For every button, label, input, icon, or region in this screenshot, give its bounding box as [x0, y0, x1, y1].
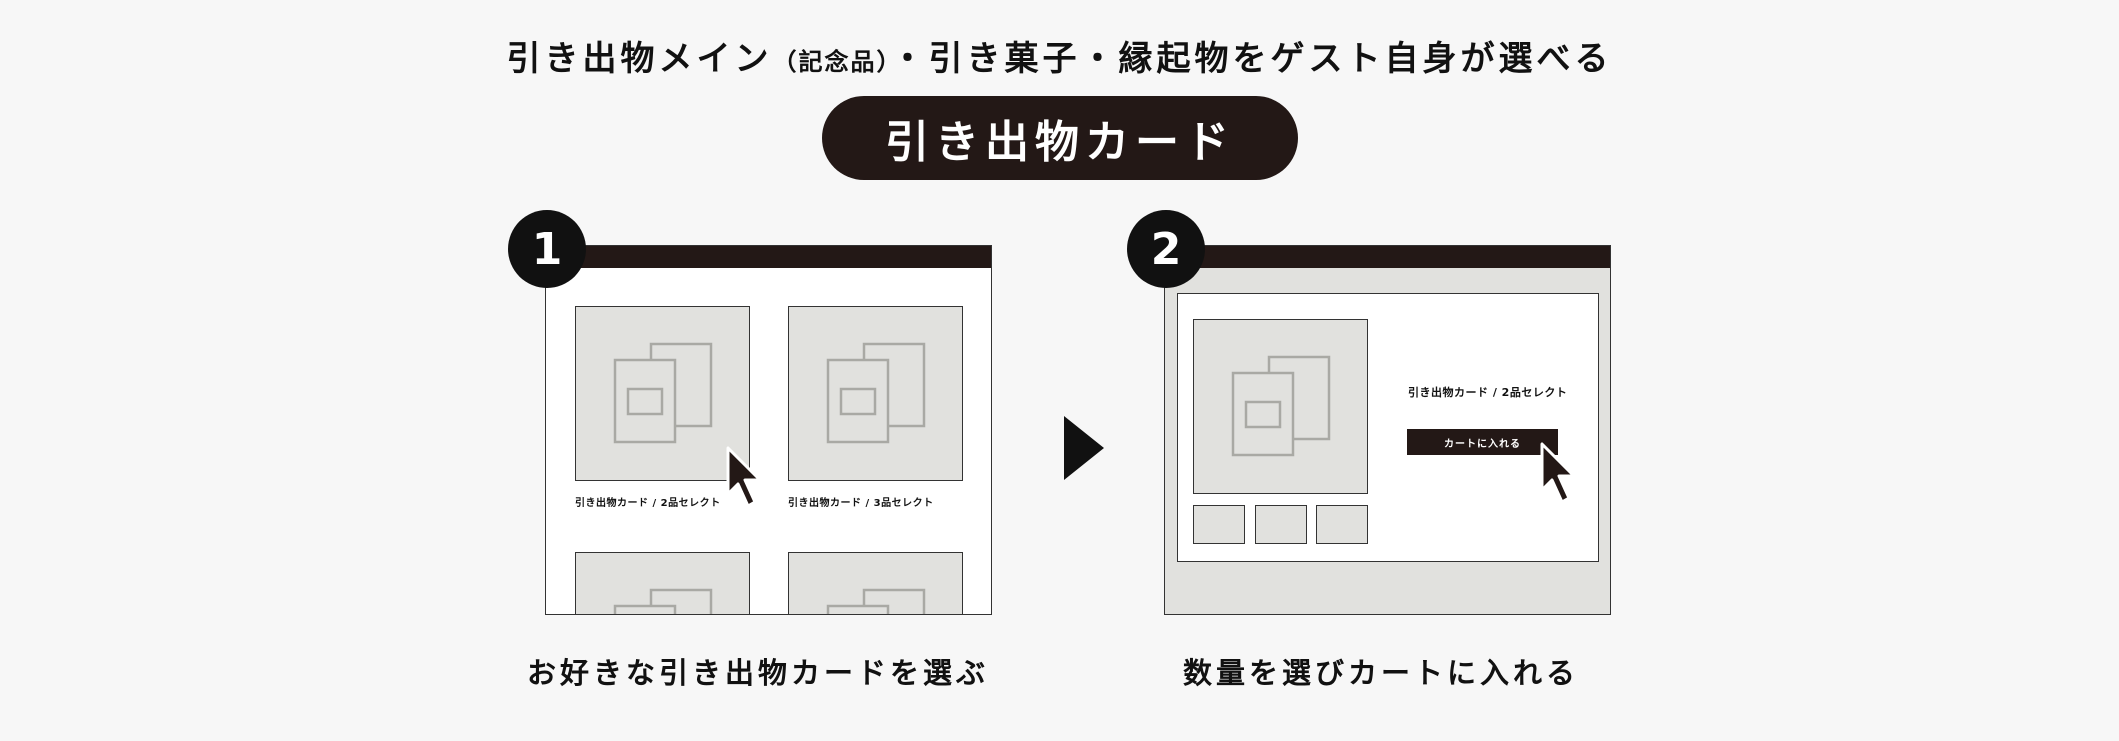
image-placeholder-icon [613, 342, 713, 444]
next-arrow-icon [1064, 416, 1104, 480]
headline-paren: （記念品） [772, 48, 891, 76]
image-placeholder-icon [613, 588, 713, 614]
add-to-cart-button[interactable]: カートに入れる [1407, 429, 1558, 455]
pointer-cursor-icon [1540, 442, 1576, 504]
title-pill: 引き出物カード [822, 96, 1298, 180]
pointer-cursor-icon [726, 446, 762, 508]
step-2-caption: 数量を選びカートに入れる [1183, 656, 1580, 690]
window-titlebar [1165, 246, 1610, 268]
product-thumbnail-small[interactable] [1193, 505, 1245, 544]
product-thumbnail[interactable] [788, 306, 963, 481]
image-placeholder-icon [1231, 355, 1331, 457]
title-pill-label: 引き出物カード [885, 117, 1235, 168]
step-1-number: 1 [531, 223, 563, 275]
add-to-cart-label: カートに入れる [1444, 438, 1521, 450]
image-placeholder-icon [826, 342, 926, 444]
product-title: 引き出物カード / 2品セレクト [1408, 386, 1568, 399]
image-placeholder-icon [826, 588, 926, 614]
step-1-badge: 1 [508, 210, 586, 288]
product-main-image [1193, 319, 1368, 494]
product-thumbnail[interactable] [575, 552, 750, 614]
product-caption: 引き出物カード / 2品セレクト [575, 498, 721, 509]
product-thumbnail-small[interactable] [1255, 505, 1307, 544]
product-detail-panel: 引き出物カード / 2品セレクト カートに入れる [1177, 293, 1599, 562]
headline-main: 引き出物メイン [506, 39, 773, 79]
step-1-caption: お好きな引き出物カードを選ぶ [527, 656, 990, 690]
step-2-number: 2 [1150, 223, 1182, 275]
step-2-badge: 2 [1127, 210, 1205, 288]
product-thumbnail[interactable] [575, 306, 750, 481]
product-thumbnail-small[interactable] [1316, 505, 1368, 544]
step-1-window: 引き出物カード / 2品セレクト 引き出物カード / 3品セレクト [545, 245, 992, 615]
headline: 引き出物メイン（記念品）・引き菓子・縁起物をゲスト自身が選べる [0, 30, 2119, 91]
product-thumbnail[interactable] [788, 552, 963, 614]
step-2-window: 引き出物カード / 2品セレクト カートに入れる [1164, 245, 1611, 615]
headline-rest: ・引き菓子・縁起物をゲスト自身が選べる [890, 39, 1613, 79]
product-caption: 引き出物カード / 3品セレクト [788, 498, 934, 509]
window-titlebar [546, 246, 991, 268]
